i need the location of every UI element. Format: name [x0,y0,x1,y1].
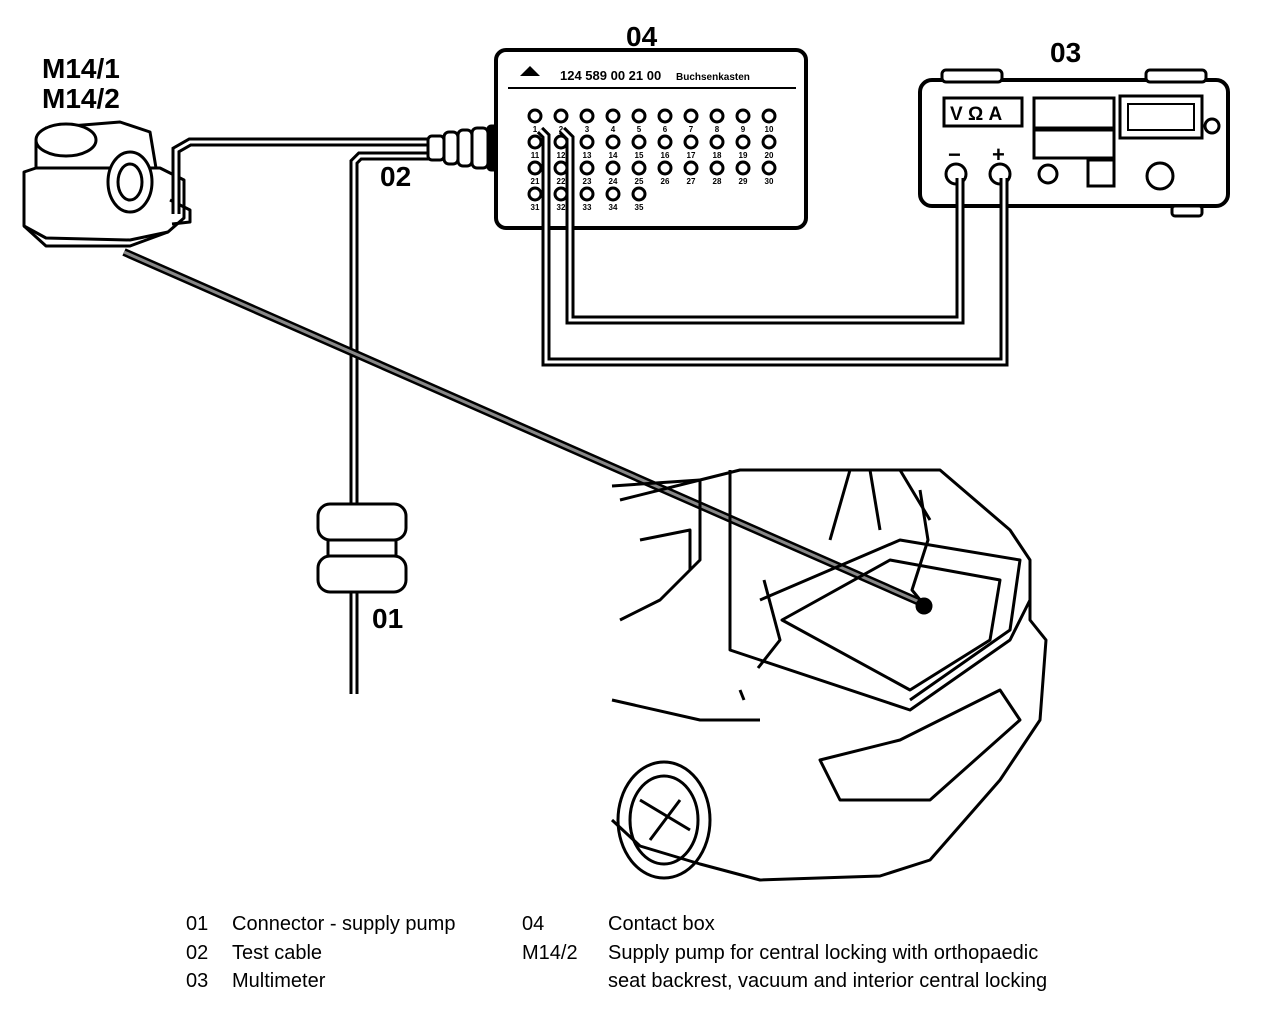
socket-19 [735,134,751,150]
socket-number: 10 [765,125,774,134]
meter-plus: + [992,142,1005,167]
legend-text: Test cable [232,942,323,964]
legend-code: M14/2 [522,942,578,964]
socket-number: 2 [559,125,564,134]
socket-17 [683,134,699,150]
legend-code: 02 [186,942,209,964]
box-part-number: 124 589 00 21 00 [560,68,661,83]
socket-34 [605,186,621,202]
socket-number: 16 [661,151,670,160]
socket-24 [605,160,621,176]
socket-number: 35 [635,203,644,212]
socket-35 [631,186,647,202]
socket-28 [709,160,725,176]
socket-2 [553,108,569,124]
meter-minus: − [948,142,961,167]
legend-text: Multimeter [232,970,326,992]
socket-31 [527,186,543,202]
socket-number: 4 [611,125,616,134]
socket-23 [579,160,595,176]
socket-number: 5 [637,125,642,134]
legend-text: Connector - supply pump [232,913,456,935]
socket-number: 18 [713,151,722,160]
socket-number: 25 [635,177,644,186]
socket-number: 3 [585,125,590,134]
cable-boot [426,124,500,172]
socket-number: 27 [687,177,696,186]
socket-number: 23 [583,177,592,186]
multimeter-03 [918,68,1230,218]
socket-5 [631,108,647,124]
box-caption: Buchsenkasten [676,72,750,83]
socket-20 [761,134,777,150]
socket-29 [735,160,751,176]
socket-number: 21 [531,177,540,186]
socket-number: 31 [531,203,540,212]
socket-25 [631,160,647,176]
legend-code: 03 [186,970,209,992]
legend-text: Supply pump for central locking with ort… [608,942,1039,964]
label-02: 02 [380,161,411,192]
socket-number: 28 [713,177,722,186]
socket-number: 12 [557,151,566,160]
socket-number: 34 [609,203,618,212]
socket-number: 1 [533,125,538,134]
socket-number: 20 [765,151,774,160]
legend-text: Contact box [608,913,715,935]
socket-22 [553,160,569,176]
meter-modes: V Ω A [950,104,1002,125]
socket-number: 9 [741,125,746,134]
socket-27 [683,160,699,176]
socket-32 [553,186,569,202]
socket-number: 6 [663,125,668,134]
socket-7 [683,108,699,124]
socket-16 [657,134,673,150]
legend-code: 01 [186,913,209,935]
socket-number: 11 [531,151,540,160]
label-m14-1: M14/1 [42,53,120,84]
socket-number: 33 [583,203,592,212]
socket-8 [709,108,725,124]
socket-number: 26 [661,177,670,186]
socket-11 [527,134,543,150]
label-01: 01 [372,603,403,634]
socket-number: 32 [557,203,566,212]
socket-1 [527,108,543,124]
socket-number: 24 [609,177,618,186]
socket-number: 19 [739,151,748,160]
label-04: 04 [626,21,658,52]
socket-33 [579,186,595,202]
connector-01 [316,502,408,594]
socket-13 [579,134,595,150]
socket-9 [735,108,751,124]
socket-number: 13 [583,151,592,160]
socket-26 [657,160,673,176]
socket-10 [761,108,777,124]
socket-18 [709,134,725,150]
car-rear-trunk [610,468,1048,882]
socket-6 [657,108,673,124]
socket-number: 7 [689,125,694,134]
socket-number: 14 [609,151,618,160]
socket-3 [579,108,595,124]
socket-number: 22 [557,177,566,186]
label-m14-2: M14/2 [42,83,120,114]
legend-code: 04 [522,913,545,935]
socket-number: 30 [765,177,774,186]
label-03: 03 [1050,37,1081,68]
socket-21 [527,160,543,176]
socket-number: 15 [635,151,644,160]
socket-14 [605,134,621,150]
supply-pump [22,120,192,248]
legend-text: seat backrest, vacuum and interior centr… [608,970,1048,992]
socket-number: 17 [687,151,696,160]
socket-4 [605,108,621,124]
socket-30 [761,160,777,176]
socket-number: 29 [739,177,748,186]
socket-number: 8 [715,125,720,134]
socket-15 [631,134,647,150]
